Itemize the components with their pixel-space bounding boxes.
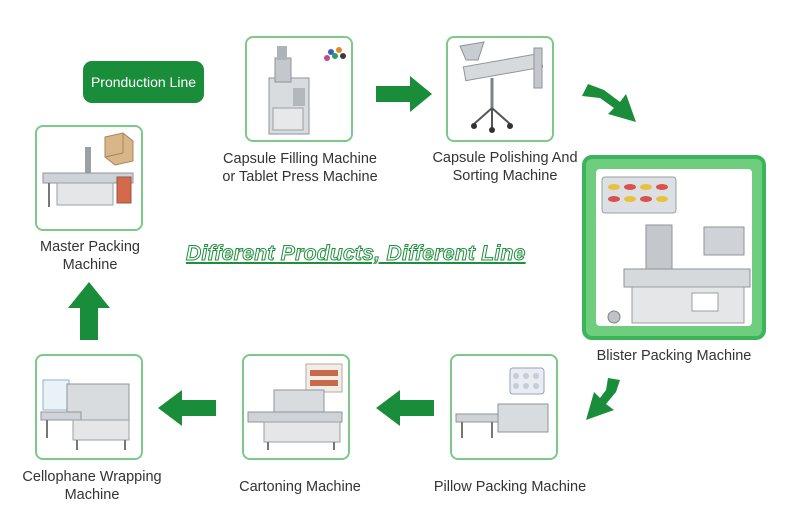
cartoning-label: Cartoning Machine bbox=[200, 478, 400, 496]
master-packing-line1: Master Packing bbox=[40, 239, 140, 255]
pillow-packing-card[interactable] bbox=[450, 354, 558, 460]
pillow-packing-machine-image bbox=[455, 367, 549, 438]
capsule-filling-card[interactable] bbox=[245, 36, 353, 142]
arrow-down-right-icon bbox=[582, 84, 636, 122]
master-packing-label: Master Packing Machine bbox=[0, 238, 180, 274]
capsule-polishing-machine-image bbox=[459, 41, 544, 133]
production-line-badge: Pronduction Line bbox=[83, 61, 204, 103]
capsule-polishing-label: Capsule Polishing And Sorting Machine bbox=[405, 149, 605, 185]
capsule-filling-line2: or Tablet Press Machine bbox=[222, 169, 378, 185]
cellophane-wrapping-label: Cellophane Wrapping Machine bbox=[0, 468, 184, 504]
capsule-polishing-line2: Sorting Machine bbox=[452, 168, 558, 184]
cellophane-wrapping-line2: Machine bbox=[64, 487, 120, 503]
capsule-filling-machine-image bbox=[268, 46, 346, 135]
blister-packing-line1: Blister Packing Machine bbox=[596, 348, 752, 364]
cellophane-wrapping-card[interactable] bbox=[35, 354, 143, 460]
cartoning-card[interactable] bbox=[242, 354, 350, 460]
arrow-right-icon bbox=[376, 76, 432, 112]
cellophane-wrapping-line1: Cellophane Wrapping bbox=[22, 469, 162, 485]
arrow-up-icon bbox=[68, 282, 110, 340]
arrow-down-left-icon bbox=[586, 378, 620, 420]
blister-packing-card[interactable] bbox=[582, 155, 766, 340]
cartoning-line1: Cartoning Machine bbox=[239, 479, 361, 495]
arrow-left-icon bbox=[376, 390, 434, 426]
cartoning-machine-image bbox=[247, 363, 343, 450]
capsule-polishing-line1: Capsule Polishing And bbox=[432, 150, 578, 166]
master-packing-line2: Machine bbox=[62, 257, 118, 273]
master-packing-machine-image bbox=[42, 132, 134, 207]
pillow-packing-label: Pillow Packing Machine bbox=[410, 478, 610, 496]
master-packing-card[interactable] bbox=[35, 125, 143, 231]
pillow-packing-line1: Pillow Packing Machine bbox=[433, 479, 587, 495]
arrow-left-icon-2 bbox=[158, 390, 216, 426]
capsule-polishing-card[interactable] bbox=[446, 36, 554, 142]
blister-packing-machine-image bbox=[601, 176, 751, 324]
slogan-text: Different Products, Different Line bbox=[186, 242, 526, 266]
blister-packing-label: Blister Packing Machine bbox=[574, 347, 774, 365]
production-line-label: Pronduction Line bbox=[90, 74, 197, 90]
capsule-filling-line1: Capsule Filling Machine bbox=[223, 151, 377, 167]
capsule-filling-label: Capsule Filling Machine or Tablet Press … bbox=[205, 150, 395, 186]
cellophane-wrapping-machine-image bbox=[40, 379, 130, 450]
